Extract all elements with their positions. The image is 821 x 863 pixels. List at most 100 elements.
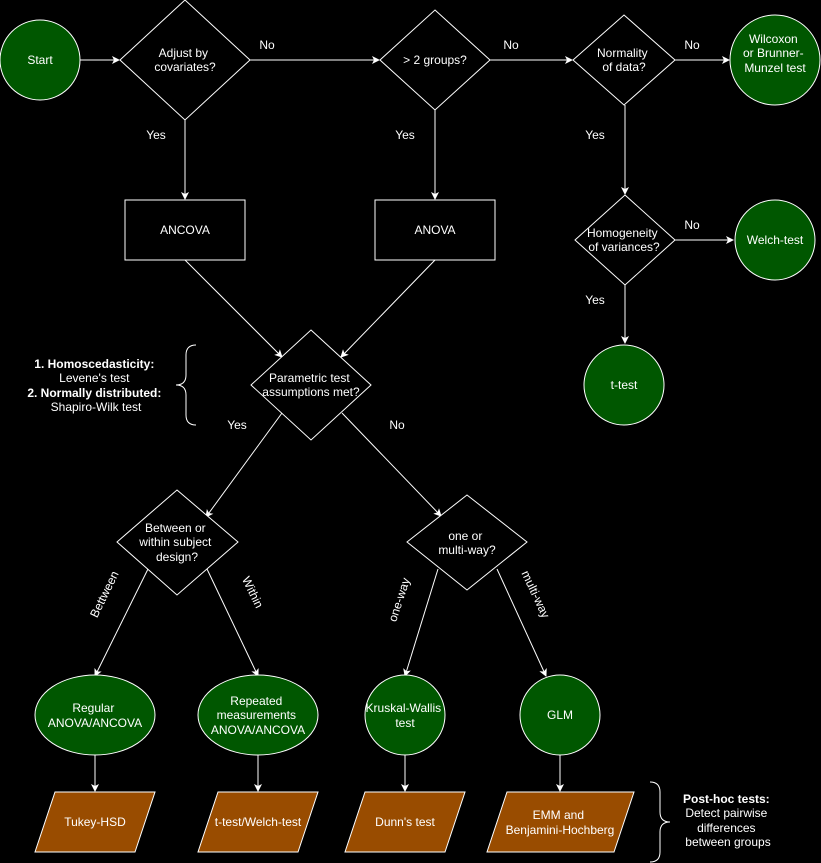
node-ancova: ANCOVA	[124, 199, 246, 261]
node-oneway-line: one or	[448, 529, 482, 543]
svg-text:Start: Start	[27, 53, 53, 67]
node-repeated: Repeated measurements ANOVA/ANCOVA	[197, 674, 319, 756]
edge-anova-parametric	[340, 259, 436, 358]
svg-text:Parametric test assump: Parametric test assumptions met?	[262, 371, 360, 399]
node-homogeneity: Homogeneity of variances?	[574, 194, 676, 286]
node-start: Start	[0, 19, 81, 101]
svg-text:Kruskal-Wallis test: Kruskal-Wallis test	[366, 701, 445, 730]
node-repeated-line: Repeated	[230, 694, 282, 708]
node-normality: Normality of data?	[572, 14, 676, 106]
posthoc-note: Post-hoc tests: Detect pairwise differen…	[649, 781, 773, 863]
svg-text:Post-hoc tests: Detect p: Post-hoc tests: Detect pairwise differen…	[683, 792, 773, 849]
node-welch-line: Welch-test	[747, 233, 804, 247]
node-welch: Welch-test	[734, 199, 816, 281]
node-groups: > 2 groups?	[379, 9, 491, 111]
node-adjust-line: Adjust by	[159, 46, 208, 60]
label-parametric-yes: Yes	[227, 418, 247, 432]
svg-text:Tukey-HSD: Tukey-HSD	[64, 815, 126, 829]
node-parametric-line: Parametric test	[269, 371, 350, 385]
label-multiway: multi-way	[519, 568, 553, 620]
svg-text:Welch-test: Welch-test	[747, 233, 804, 247]
edges	[80, 56, 734, 792]
svg-text:Dunn's test: Dunn's test	[375, 815, 435, 829]
svg-text:Homogeneity of varianc: Homogeneity of variances?	[587, 226, 661, 254]
svg-text:one or multi-way?: one or multi-way?	[438, 529, 496, 557]
node-tukey-line: Tukey-HSD	[64, 815, 126, 829]
node-wilcoxon-line: Wilcoxon	[749, 32, 798, 46]
node-between: Between or within subject design?	[116, 489, 239, 596]
node-emm: EMM and Benjamini-Hochberg	[486, 791, 635, 853]
node-homogeneity-line: of variances?	[588, 240, 660, 254]
svg-text:Normality of data?: Normality of data?	[597, 46, 651, 74]
node-regular: Regular ANOVA/ANCOVA	[34, 674, 156, 756]
edge-oneway-glm	[496, 568, 547, 677]
node-adjust: Adjust by covariates?	[119, 0, 251, 121]
svg-text:Regular ANOVA/ANCOVA: Regular ANOVA/ANCOVA	[48, 701, 142, 730]
note-item2-detail: Shapiro-Wilk test	[51, 400, 142, 414]
node-glm: GLM	[519, 674, 601, 756]
svg-text:Wilcoxon or Brunner-: Wilcoxon or Brunner- Munzel test	[743, 32, 807, 75]
edge-between-regular	[94, 568, 149, 677]
posthoc-line: between groups	[685, 835, 770, 849]
node-oneway: one or multi-way?	[406, 494, 528, 591]
label-adjust-no: No	[259, 38, 275, 52]
node-ttest-line: t-test	[611, 378, 638, 392]
node-normality-line: Normality	[597, 46, 648, 60]
svg-text:t-test/Welch-test: t-test/Welch-test	[215, 815, 302, 829]
svg-text:t-test: t-test	[611, 378, 638, 392]
node-wilcoxon-line: Munzel test	[744, 61, 806, 75]
svg-text:GLM: GLM	[547, 708, 573, 722]
assumptions-note: 1. Homoscedasticity: Levene's test 2. No…	[27, 344, 197, 426]
node-normality-line: of data?	[602, 60, 646, 74]
node-parametric-line: assumptions met?	[262, 385, 360, 399]
label-normality-yes: Yes	[585, 128, 605, 142]
edge-ancova-parametric	[184, 259, 283, 358]
node-parametric: Parametric test assumptions met?	[250, 329, 372, 441]
svg-text:Adjust by covariates?: Adjust by covariates?	[154, 46, 216, 74]
node-twelch-line: t-test/Welch-test	[215, 815, 302, 829]
note-item1-title: 1. Homoscedasticity:	[34, 357, 154, 371]
node-regular-line: Regular	[72, 701, 114, 715]
node-dunn: Dunn's test	[344, 791, 466, 853]
label-groups-yes: Yes	[395, 128, 415, 142]
note-item1-detail: Levene's test	[59, 371, 130, 385]
node-oneway-line: multi-way?	[438, 543, 496, 557]
node-between-line: within subject	[138, 535, 212, 549]
posthoc-line: Detect pairwise	[685, 806, 767, 820]
edge-oneway-kruskal	[403, 568, 439, 677]
node-ancova-line: ANCOVA	[160, 223, 210, 237]
node-dunn-line: Dunn's test	[375, 815, 435, 829]
node-kruskal-line: Kruskal-Wallis	[366, 701, 442, 715]
edge-parametric-between	[205, 412, 283, 518]
node-adjust-line: covariates?	[154, 60, 216, 74]
posthoc-brace	[649, 781, 671, 863]
node-repeated-line: ANOVA/ANCOVA	[211, 723, 305, 737]
node-between-line: Between or	[145, 521, 206, 535]
svg-text:Repeated measurements: Repeated measurements ANOVA/ANCOVA	[211, 694, 305, 737]
label-homogeneity-no: No	[684, 218, 700, 232]
node-between-line: design?	[156, 550, 198, 564]
node-glm-line: GLM	[547, 708, 573, 722]
edge-between-repeated	[206, 568, 259, 677]
svg-text:ANCOVA: ANCOVA	[160, 223, 210, 237]
node-start-line: Start	[27, 53, 53, 67]
node-wilcoxon: Wilcoxon or Brunner- Munzel test	[729, 14, 821, 106]
label-oneway: one-way	[386, 576, 413, 623]
posthoc-title: Post-hoc tests:	[683, 792, 770, 806]
node-homogeneity-line: Homogeneity	[587, 226, 658, 240]
label-within: Within	[239, 574, 266, 610]
node-twelch: t-test/Welch-test	[197, 791, 319, 853]
node-regular-line: ANOVA/ANCOVA	[48, 716, 142, 730]
svg-text:> 2 groups?: > 2 groups?	[403, 53, 467, 67]
node-repeated-line: measurements	[217, 708, 296, 722]
svg-text:1. Homoscedasticity: Lev: 1. Homoscedasticity: Levene's test 2. No…	[27, 357, 164, 414]
label-normality-no: No	[684, 38, 700, 52]
svg-text:ANOVA: ANOVA	[414, 223, 455, 237]
label-groups-no: No	[503, 38, 519, 52]
note-item2-title: 2. Normally distributed:	[27, 386, 161, 400]
edge-parametric-oneway	[341, 412, 442, 517]
label-homogeneity-yes: Yes	[585, 293, 605, 307]
node-kruskal: Kruskal-Wallis test	[364, 674, 446, 756]
